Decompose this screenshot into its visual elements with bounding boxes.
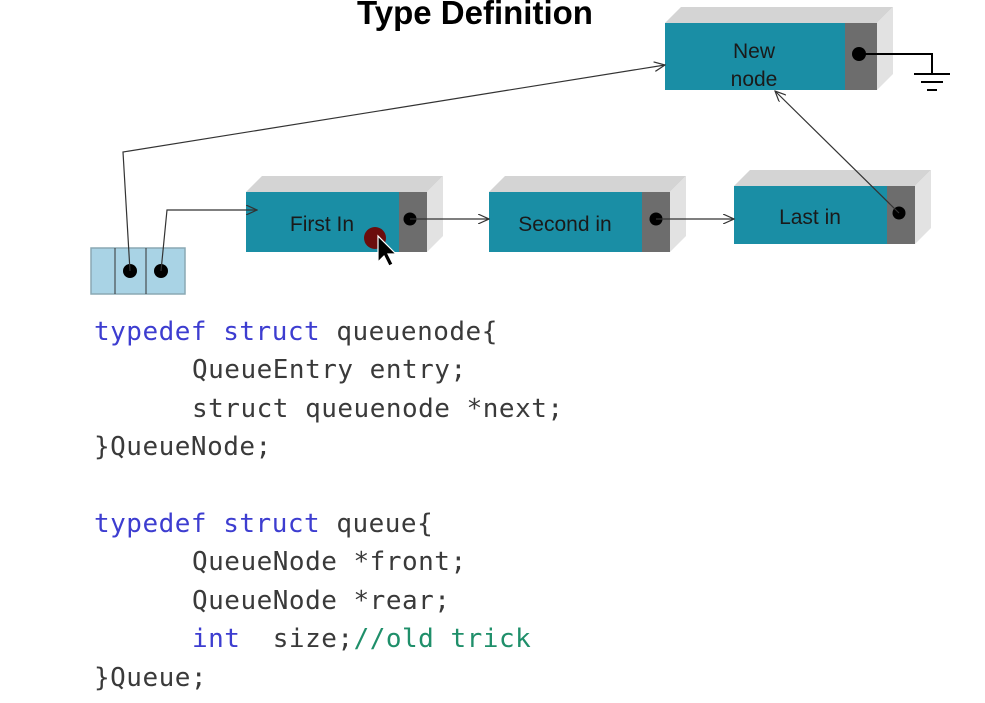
keyword-typedef: typedef xyxy=(94,317,208,347)
keyword-typedef: typedef xyxy=(94,508,208,539)
linked-queue-diagram: New node First In Second in Last in xyxy=(90,7,950,295)
new-node-label-line1: New xyxy=(733,40,776,63)
code-text: QueueEntry entry; xyxy=(192,355,467,386)
code-line: QueueEntry entry; xyxy=(94,351,564,389)
code-line: QueueNode *front; xyxy=(94,543,564,581)
code-text: QueueNode *front; xyxy=(192,547,467,578)
keyword-struct: struct xyxy=(223,317,321,347)
last-in-node: Last in xyxy=(734,170,931,244)
second-in-node-side xyxy=(670,176,686,252)
ground-symbol-icon xyxy=(859,53,950,91)
second-in-node: Second in xyxy=(489,176,686,252)
second-in-node-body xyxy=(489,192,642,252)
code-text: size; xyxy=(272,624,354,655)
new-node-body xyxy=(665,23,845,90)
new-node: New node xyxy=(665,7,893,91)
mouse-cursor-icon xyxy=(377,234,398,267)
last-in-node-side xyxy=(915,170,931,244)
slide-title: Type Definition xyxy=(357,0,593,31)
queue-struct-box xyxy=(90,247,186,295)
code-line: typedef struct queuenode{ xyxy=(94,313,564,351)
second-in-node-label: Second in xyxy=(518,213,611,236)
keyword-struct: struct xyxy=(223,508,321,539)
keyword-int: int xyxy=(192,624,241,655)
code-line: struct queuenode *next; xyxy=(94,390,564,428)
last-in-node-label: Last in xyxy=(779,206,841,229)
code-line: typedef struct queue{ xyxy=(94,505,564,543)
code-text: }Queue; xyxy=(94,662,208,693)
second-in-node-top xyxy=(489,176,686,192)
first-in-node-label: First In xyxy=(290,213,354,236)
code-text: struct xyxy=(192,393,289,424)
arrow-rear-to-new-node xyxy=(122,65,665,272)
last-in-node-top xyxy=(734,170,931,186)
code-line: int size;//old trick xyxy=(94,620,564,658)
new-node-top xyxy=(665,7,893,23)
code-text: queuenode *next; xyxy=(305,393,564,424)
code-text: queuenode{ xyxy=(336,317,498,347)
queue-box xyxy=(90,247,186,295)
code-line: QueueNode *rear; xyxy=(94,582,564,620)
code-line: }Queue; xyxy=(94,659,564,697)
code-blank-line xyxy=(94,467,564,505)
code-line: }QueueNode; xyxy=(94,428,564,466)
new-node-side xyxy=(877,7,893,90)
arrow-front-to-first-in xyxy=(160,210,257,272)
first-in-node-top xyxy=(246,176,443,192)
first-in-node: First In xyxy=(246,176,443,252)
code-text: }QueueNode; xyxy=(94,432,272,463)
arrow-last-to-new-node xyxy=(775,91,900,214)
code-text: queue{ xyxy=(336,508,434,539)
new-node-label-line2: node xyxy=(731,68,778,91)
last-in-node-body xyxy=(734,186,887,244)
code-comment: //old trick xyxy=(353,624,532,655)
code-block: typedef struct queuenode{ QueueEntry entr… xyxy=(94,313,564,697)
code-text: QueueNode *rear; xyxy=(192,585,451,616)
first-in-node-side xyxy=(427,176,443,252)
